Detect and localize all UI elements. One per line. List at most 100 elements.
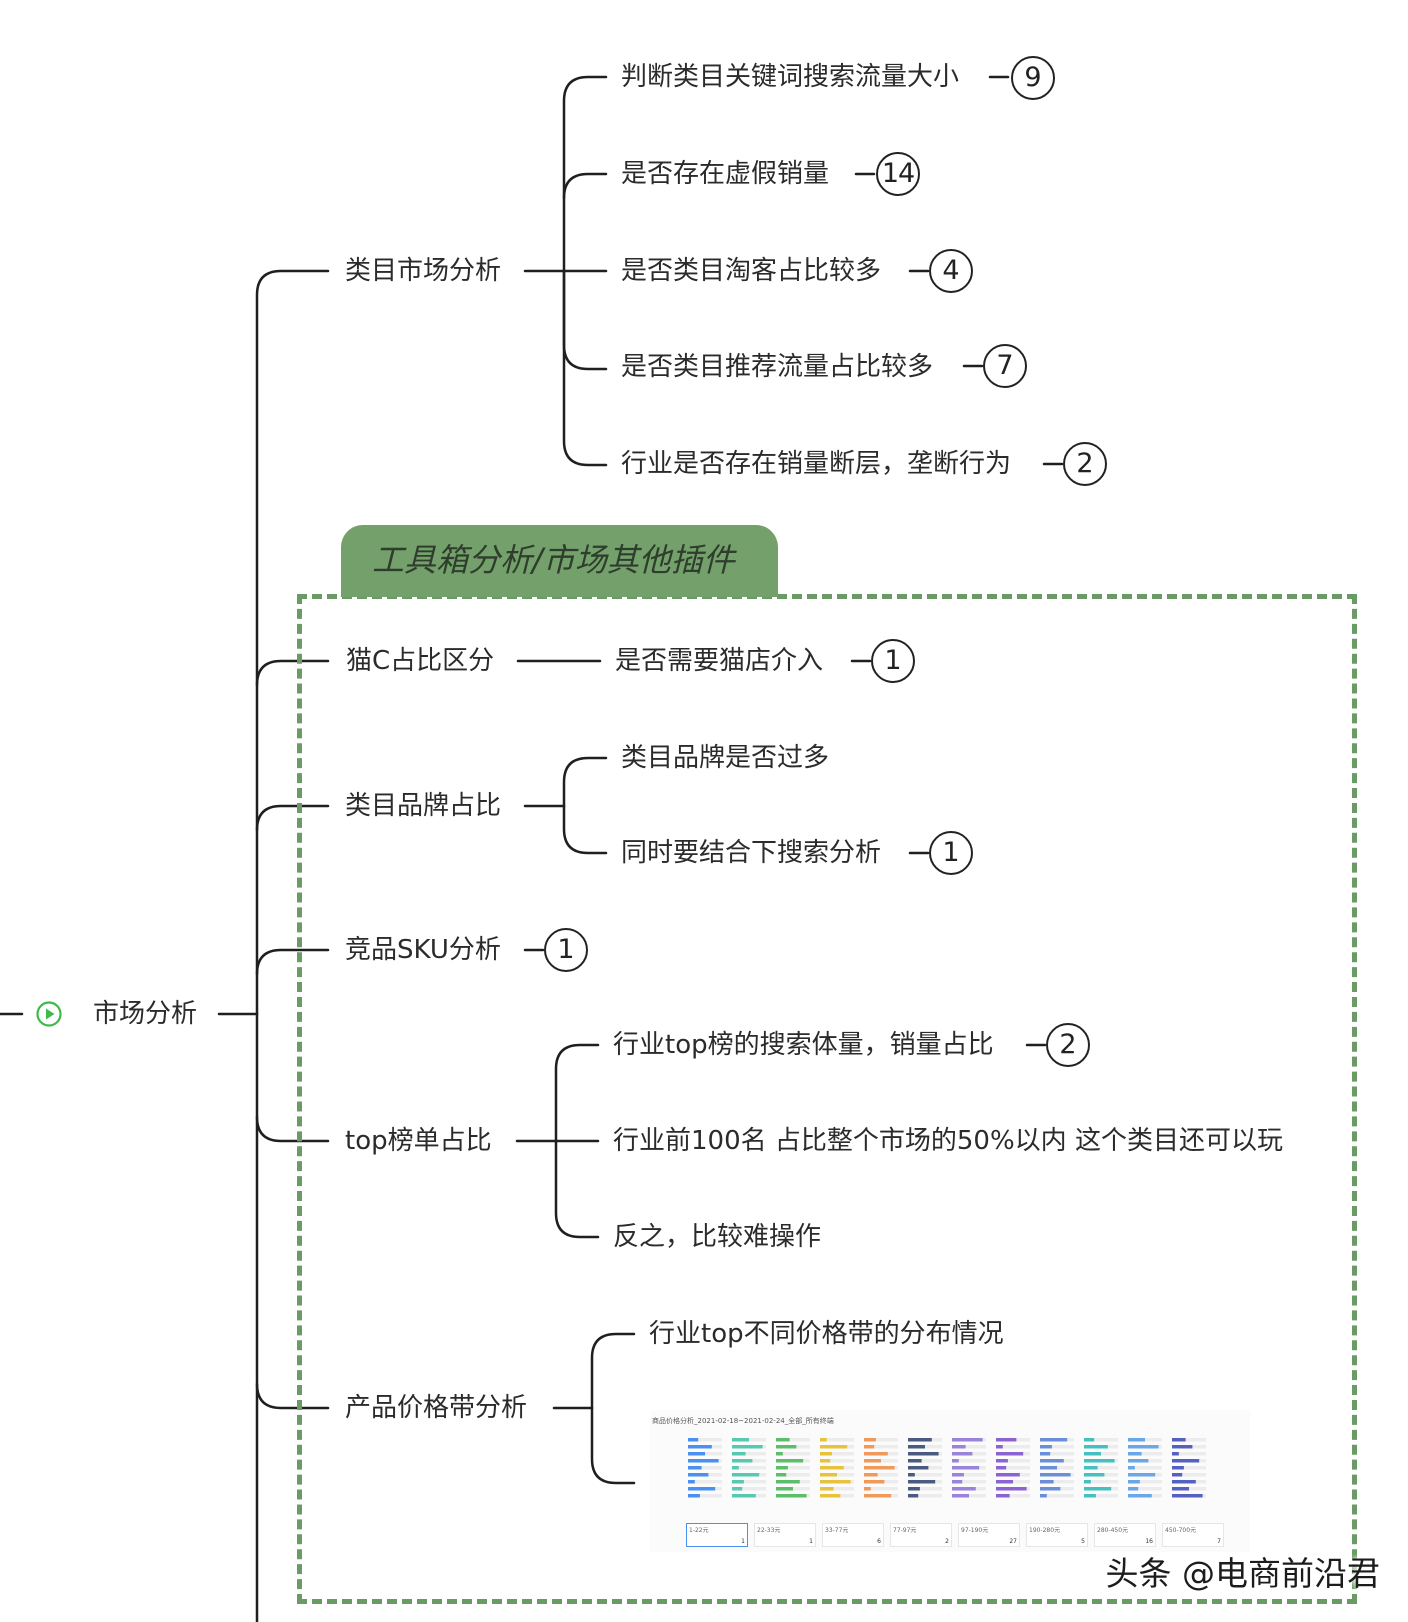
- screenshot-bar: [996, 1480, 1013, 1484]
- node-top-list[interactable]: top榜单占比: [345, 1126, 492, 1156]
- node-sales-gap[interactable]: 行业是否存在销量断层，垄断行为: [621, 449, 1012, 479]
- node-too-many-brands[interactable]: 类目品牌是否过多: [621, 743, 830, 773]
- node-category-market[interactable]: 类目市场分析: [345, 256, 502, 286]
- price-band-range: 33-77元: [825, 1527, 849, 1534]
- screenshot-bar-track: [820, 1487, 854, 1491]
- screenshot-bar: [688, 1487, 716, 1491]
- screenshot-bar-track: [1040, 1494, 1074, 1498]
- screenshot-title: 商品价格分析_2021-02-18~2021-02-24_全部_所有终端: [652, 1417, 834, 1425]
- screenshot-bar: [1172, 1452, 1179, 1456]
- screenshot-bar: [1128, 1445, 1159, 1449]
- screenshot-bar: [952, 1459, 959, 1463]
- screenshot-bar: [776, 1452, 783, 1456]
- node-recommend-traffic[interactable]: 是否类目推荐流量占比较多: [621, 352, 934, 382]
- screenshot-bar: [688, 1466, 702, 1470]
- screenshot-bar: [776, 1459, 804, 1463]
- screenshot-bar: [1084, 1438, 1095, 1442]
- screenshot-bar: [820, 1480, 851, 1484]
- screenshot-bar-track: [732, 1452, 766, 1456]
- price-band-range: 1-22元: [689, 1527, 709, 1534]
- price-band-range: 77-97元: [893, 1527, 917, 1534]
- play-circle-icon[interactable]: [35, 1000, 63, 1028]
- screenshot-bar: [1172, 1494, 1203, 1498]
- price-band-count: 27: [1009, 1538, 1017, 1545]
- screenshot-bar: [908, 1445, 925, 1449]
- screenshot-bar: [1172, 1480, 1196, 1484]
- count-badge: 7: [983, 344, 1027, 388]
- screenshot-bar-track: [952, 1459, 986, 1463]
- node-top100-share[interactable]: 行业前100名 占比整个市场的50%以内 这个类目还可以玩: [613, 1126, 1283, 1156]
- screenshot-bar-track: [1128, 1466, 1162, 1470]
- node-keyword-traffic[interactable]: 判断类目关键词搜索流量大小: [621, 62, 960, 92]
- screenshot-bar: [1128, 1494, 1152, 1498]
- node-price-distribution[interactable]: 行业top不同价格带的分布情况: [649, 1319, 1004, 1349]
- screenshot-bar-track: [952, 1445, 986, 1449]
- screenshot-bar-track: [864, 1473, 898, 1477]
- screenshot-bar-track: [908, 1459, 942, 1463]
- screenshot-bar-track: [908, 1494, 942, 1498]
- screenshot-bar: [1040, 1473, 1071, 1477]
- screenshot-bar-track: [996, 1466, 1030, 1470]
- screenshot-bar: [776, 1480, 800, 1484]
- screenshot-bar: [1172, 1459, 1200, 1463]
- screenshot-bar: [688, 1452, 705, 1456]
- node-taoke-ratio[interactable]: 是否类目淘客占比较多: [621, 256, 882, 286]
- screenshot-bar-track: [820, 1459, 854, 1463]
- screenshot-bar: [732, 1438, 749, 1442]
- screenshot-bar: [864, 1438, 876, 1442]
- screenshot-bar: [732, 1445, 763, 1449]
- count-badge: 1: [544, 928, 588, 972]
- screenshot-bar-track: [1084, 1466, 1118, 1470]
- screenshot-bar: [864, 1494, 892, 1498]
- screenshot-bar: [1084, 1487, 1112, 1491]
- screenshot-bar: [688, 1480, 695, 1484]
- screenshot-bar: [820, 1466, 844, 1470]
- node-combine-search[interactable]: 同时要结合下搜索分析: [621, 838, 882, 868]
- node-otherwise-hard[interactable]: 反之，比较难操作: [613, 1222, 822, 1252]
- screenshot-bar: [1040, 1452, 1051, 1456]
- screenshot-bar: [1084, 1445, 1108, 1449]
- screenshot-bar: [776, 1487, 793, 1491]
- screenshot-bar-track: [1040, 1445, 1074, 1449]
- screenshot-bar: [820, 1487, 834, 1491]
- screenshot-bar: [732, 1473, 760, 1477]
- node-fake-sales[interactable]: 是否存在虚假销量: [621, 159, 830, 189]
- screenshot-bar: [776, 1438, 790, 1442]
- screenshot-bar: [908, 1480, 936, 1484]
- node-sku-analysis[interactable]: 竞品SKU分析: [345, 935, 501, 965]
- screenshot-bar-track: [864, 1438, 898, 1442]
- node-tmall-needed[interactable]: 是否需要猫店介入: [615, 646, 824, 676]
- count-badge: 4: [929, 249, 973, 293]
- node-tmall-ratio[interactable]: 猫C占比区分: [346, 646, 495, 676]
- screenshot-bar-track: [1172, 1452, 1206, 1456]
- root-node-label[interactable]: 市场分析: [93, 999, 198, 1029]
- screenshot-bar: [820, 1494, 841, 1498]
- screenshot-bar: [952, 1487, 976, 1491]
- screenshot-bar-track: [776, 1466, 810, 1470]
- screenshot-bar: [952, 1452, 973, 1456]
- screenshot-bar: [908, 1438, 932, 1442]
- screenshot-bar: [864, 1466, 895, 1470]
- screenshot-bar: [952, 1480, 963, 1484]
- group-title[interactable]: 工具箱分析/市场其他插件: [372, 541, 735, 579]
- screenshot-bar-track: [908, 1473, 942, 1477]
- screenshot-bar-track: [1172, 1473, 1206, 1477]
- price-analysis-screenshot[interactable]: 商品价格分析_2021-02-18~2021-02-24_全部_所有终端 1-2…: [650, 1410, 1250, 1552]
- screenshot-bar: [908, 1473, 915, 1477]
- screenshot-bar: [1172, 1487, 1189, 1491]
- node-top-search-volume[interactable]: 行业top榜的搜索体量，销量占比: [613, 1030, 994, 1060]
- screenshot-bar-track: [688, 1494, 722, 1498]
- node-price-band[interactable]: 产品价格带分析: [345, 1393, 528, 1423]
- screenshot-bar: [1172, 1473, 1183, 1477]
- node-brand-ratio[interactable]: 类目品牌占比: [345, 791, 502, 821]
- screenshot-bar: [864, 1473, 878, 1477]
- screenshot-bar-track: [1172, 1466, 1206, 1470]
